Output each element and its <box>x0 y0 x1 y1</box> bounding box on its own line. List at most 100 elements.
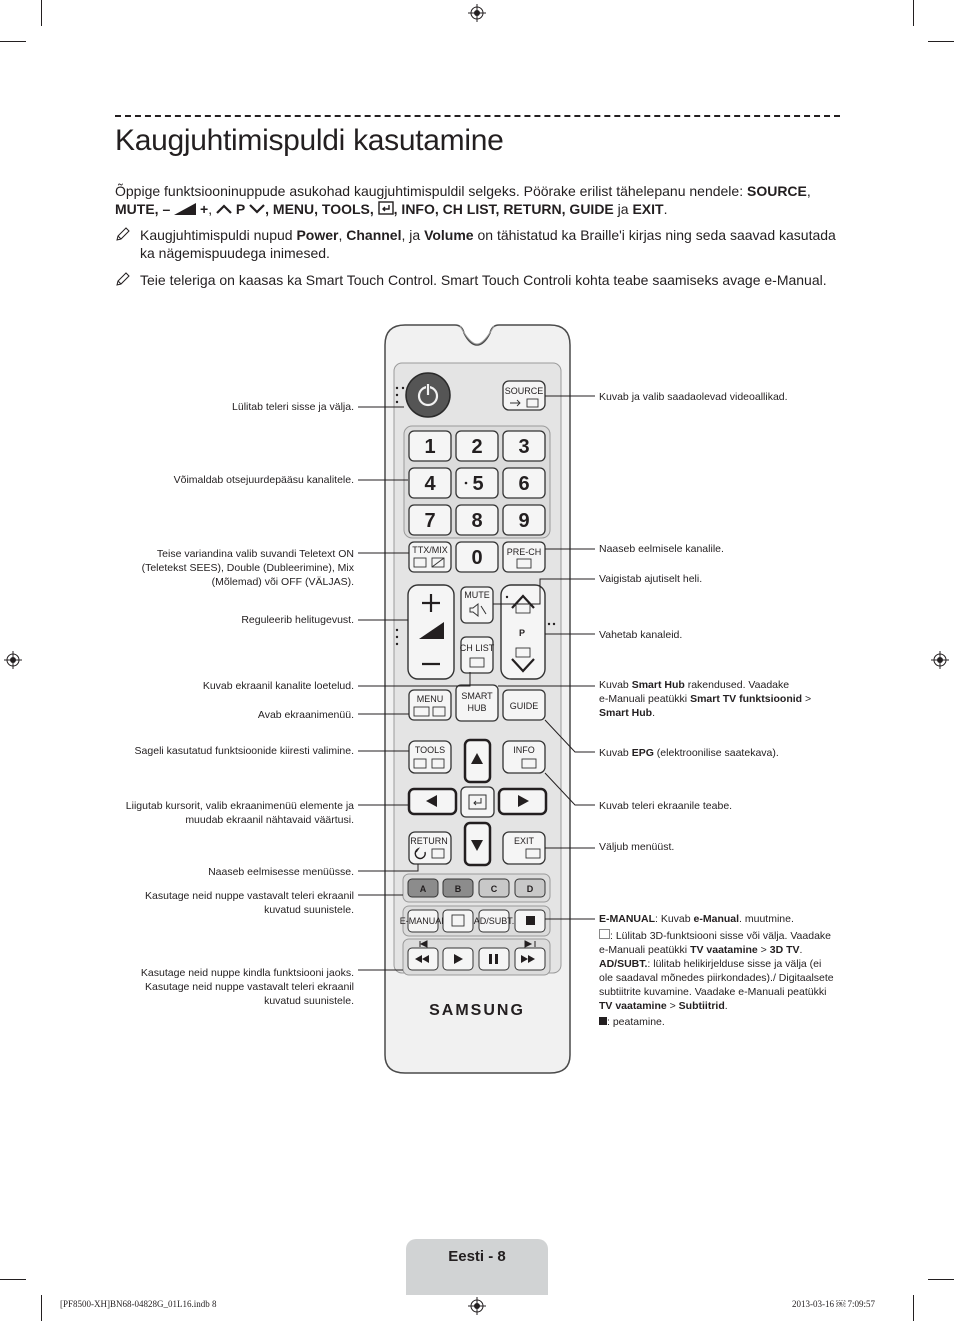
ad-subt-label: AD/SUBT. <box>474 916 515 926</box>
pause-button <box>478 947 510 971</box>
ch-list-button <box>460 636 494 674</box>
registration-mark-icon <box>931 651 949 669</box>
remote-notch <box>459 325 495 345</box>
pause-icon <box>489 954 492 964</box>
label-text: > <box>802 693 812 705</box>
pencil-note-icon <box>116 227 130 241</box>
label-bold: Smart TV funktsioonid <box>690 693 803 705</box>
smart-hub-label-2: HUB <box>467 703 486 713</box>
samsung-logo: SAMSUNG <box>429 1002 525 1019</box>
label-text: (elektroonilise saatekava). <box>653 747 779 759</box>
label-nav: Liigutab kursorit, valib ekraanimenüü el… <box>100 799 354 827</box>
label-return: Naaseb eelmisesse menüüsse. <box>208 866 354 878</box>
label-info: Kuvab teleri ekraanile teabe. <box>599 800 733 812</box>
color-button-a <box>407 878 439 898</box>
skip-back-icon <box>419 940 428 948</box>
intro-dot: . <box>663 201 668 217</box>
digit-buttons <box>408 430 546 573</box>
function-panel <box>402 905 551 937</box>
label-media-line: kuvatud suunistele. <box>264 995 354 1007</box>
digit-6: 6 <box>518 473 529 495</box>
stop-icon <box>599 1017 607 1025</box>
label-colors-line: kuvatud suunistele. <box>264 904 354 916</box>
label-mute: Vaigistab ajutiselt heli. <box>599 573 703 585</box>
note-volume: Volume <box>424 227 474 243</box>
intro-text: Õppige funktsiooninuppude asukohad kaugj… <box>115 183 747 199</box>
label-colors: Kasutage neid nuppe vastavalt teleri ekr… <box>100 889 354 917</box>
label-text: : Lülitab 3D-funktsiooni sisse või välja… <box>610 930 832 942</box>
label-text: ole saadaval mõnedes piirkondades)./ Dig… <box>599 972 834 984</box>
arrow-up-icon <box>471 753 483 764</box>
pre-ch-label: PRE-CH <box>507 547 542 557</box>
label-text: . <box>652 707 656 719</box>
label-text: Kuvab <box>599 679 632 691</box>
crop-mark <box>41 1295 42 1321</box>
label-nav-line: muudab ekraanil nähtavaid väärtusi. <box>185 814 354 826</box>
volume-wedge-icon <box>419 622 444 639</box>
label-smart-hub: Kuvab Smart Hub rakendused. Vaadake e-Ma… <box>599 678 844 720</box>
intro-ja: ja <box>613 201 633 217</box>
label-text: : peatamine. <box>607 1016 665 1028</box>
label-exit: Väljub menüüst. <box>599 841 675 853</box>
label-channel: Vahetab kanaleid. <box>599 629 683 641</box>
label-text: Kuvab <box>599 747 632 759</box>
channel-rocker <box>500 584 546 680</box>
page-title: Kaugjuhtimispuldi kasutamine <box>115 124 504 157</box>
label-ttx-line: Teise variandina valib suvandi Teletext … <box>156 548 354 560</box>
arrow-down-icon <box>471 840 483 851</box>
label-bold: 3D TV <box>769 944 800 956</box>
footer-file: [PF8500-XH]BN68-04828G_01L16.indb 8 <box>60 1299 217 1309</box>
color-panel <box>402 873 551 903</box>
label-guide: Kuvab EPG (elektroonilise saatekava). <box>599 746 844 760</box>
crop-mark <box>0 1279 26 1280</box>
label-bold: AD/SUBT. <box>599 958 648 970</box>
info-label: INFO <box>513 745 535 755</box>
label-text: . <box>799 944 803 956</box>
rewind-icon <box>415 955 422 963</box>
label-bold: Smart Hub <box>631 679 685 691</box>
3d-button <box>442 909 474 933</box>
smart-hub-button <box>455 684 499 722</box>
crop-mark <box>41 0 42 26</box>
ch-list-label: CH LIST <box>460 643 495 653</box>
label-bold: e-Manual <box>693 913 740 925</box>
crop-mark <box>913 1295 914 1321</box>
3d-icon <box>599 929 610 939</box>
title-rule <box>115 115 840 117</box>
skip-forward-icon <box>524 940 536 948</box>
enter-icon <box>377 201 394 215</box>
color-label-c: C <box>491 884 498 894</box>
color-button-b <box>442 878 474 898</box>
page-number-tab: Eesti - 8 <box>406 1239 548 1295</box>
ttx-mix-label: TTX/MIX <box>412 545 448 555</box>
menu-label: MENU <box>417 694 444 704</box>
tools-button <box>408 740 452 774</box>
digit-1: 1 <box>424 436 435 458</box>
ttx-mix-button <box>408 541 452 573</box>
label-bold: E-MANUAL <box>599 913 655 925</box>
digit-9: 9 <box>518 510 529 532</box>
crop-mark <box>928 1279 954 1280</box>
intro-p: P <box>235 201 246 217</box>
label-ch-list: Kuvab ekraanil kanalite loetelud. <box>202 680 354 692</box>
chevron-up-icon <box>216 204 232 214</box>
note-power: Power <box>296 227 339 243</box>
digit-5: 5 <box>472 473 483 495</box>
label-media: Kasutage neid nuppe kindla funktsiooni j… <box>100 966 354 1008</box>
note-text: on tähistatud ka Braille'i kirjas ning s… <box>140 227 836 261</box>
intro-source: SOURCE <box>746 183 807 199</box>
label-pre-ch: Naaseb eelmisele kanalile. <box>599 543 724 555</box>
label-text: : Kuvab <box>655 913 694 925</box>
callout-lines-right <box>493 395 595 920</box>
label-power: Lülitab teleri sisse ja välja. <box>232 401 354 413</box>
label-bold: TV vaatamine <box>599 1000 667 1012</box>
tools-label: TOOLS <box>415 745 445 755</box>
channel-p-label: P <box>519 628 525 638</box>
label-bold: EPG <box>631 747 654 759</box>
callout-lines-left <box>358 406 471 971</box>
source-label: SOURCE <box>505 386 544 396</box>
volume-plus-icon <box>422 594 440 612</box>
label-ttx-line: (Teletekst SEES), Double (Dubleerimine),… <box>141 562 354 574</box>
intro-rest2: , INFO, CH LIST, RETURN, GUIDE <box>393 201 614 217</box>
chevron-down-icon <box>249 204 265 214</box>
